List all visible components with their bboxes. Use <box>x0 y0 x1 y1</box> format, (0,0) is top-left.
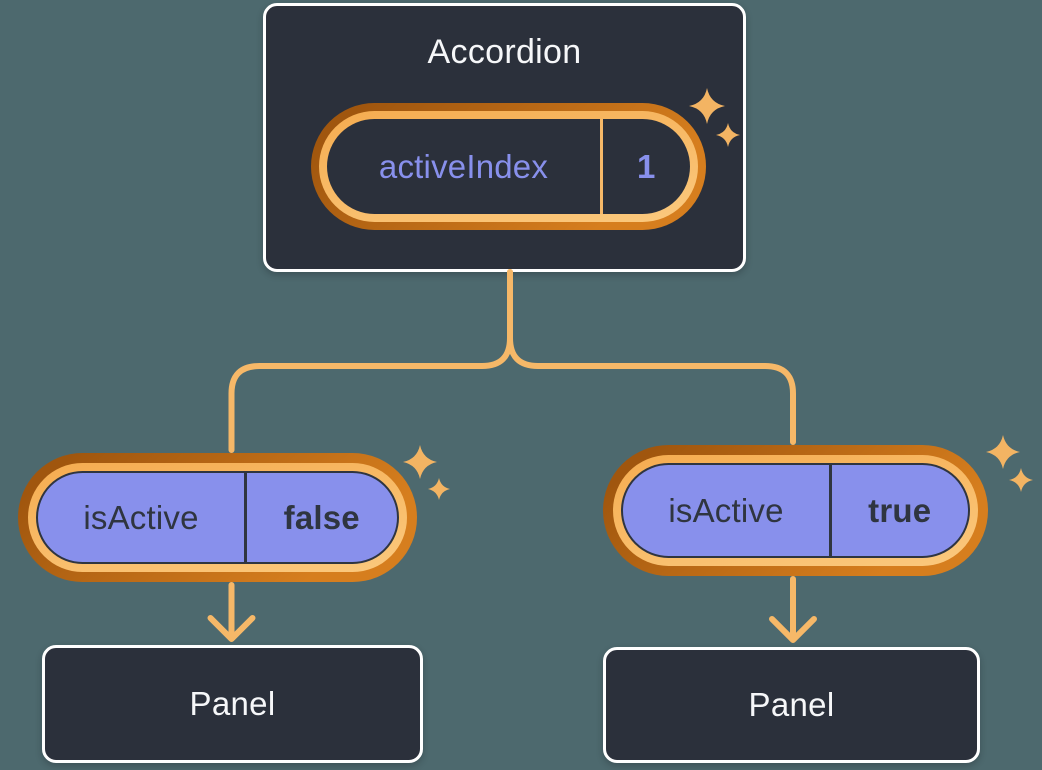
panel-node-right: Panel <box>603 647 980 763</box>
arrow-down-left <box>207 582 256 642</box>
prop-pill-right-value: true <box>868 491 932 529</box>
sparkle-icon <box>1009 468 1033 492</box>
state-pill: activeIndex 1 <box>311 103 706 230</box>
prop-pill-left-label: isActive <box>83 498 199 536</box>
state-pill-label: activeIndex <box>378 147 549 185</box>
accordion-title: Accordion <box>427 33 582 71</box>
sparkle-icon <box>986 435 1020 469</box>
panel-right-title: Panel <box>748 686 835 723</box>
prop-pill-right-label: isActive <box>668 491 784 529</box>
arrow-down-right <box>769 576 817 643</box>
prop-pill-left-divider <box>244 473 247 562</box>
panel-left-title: Panel <box>189 685 276 722</box>
connector-left-branch <box>228 269 513 453</box>
prop-pill-left-value: false <box>283 498 360 536</box>
sparkle-icon <box>403 445 437 479</box>
prop-pill-right-ring: isActive true <box>613 455 978 566</box>
state-pill-divider <box>600 119 603 214</box>
prop-pill-left-ring: isActive false <box>28 463 407 572</box>
panel-node-left: Panel <box>42 645 423 763</box>
state-pill-ring: activeIndex 1 <box>319 111 698 222</box>
prop-pill-left: isActive false <box>18 453 417 582</box>
prop-pill-right: isActive true <box>603 445 988 576</box>
state-pill-value: 1 <box>636 147 656 185</box>
connector-right-branch <box>507 269 796 445</box>
sparkle-icon <box>428 478 450 500</box>
prop-pill-right-divider <box>829 465 832 556</box>
